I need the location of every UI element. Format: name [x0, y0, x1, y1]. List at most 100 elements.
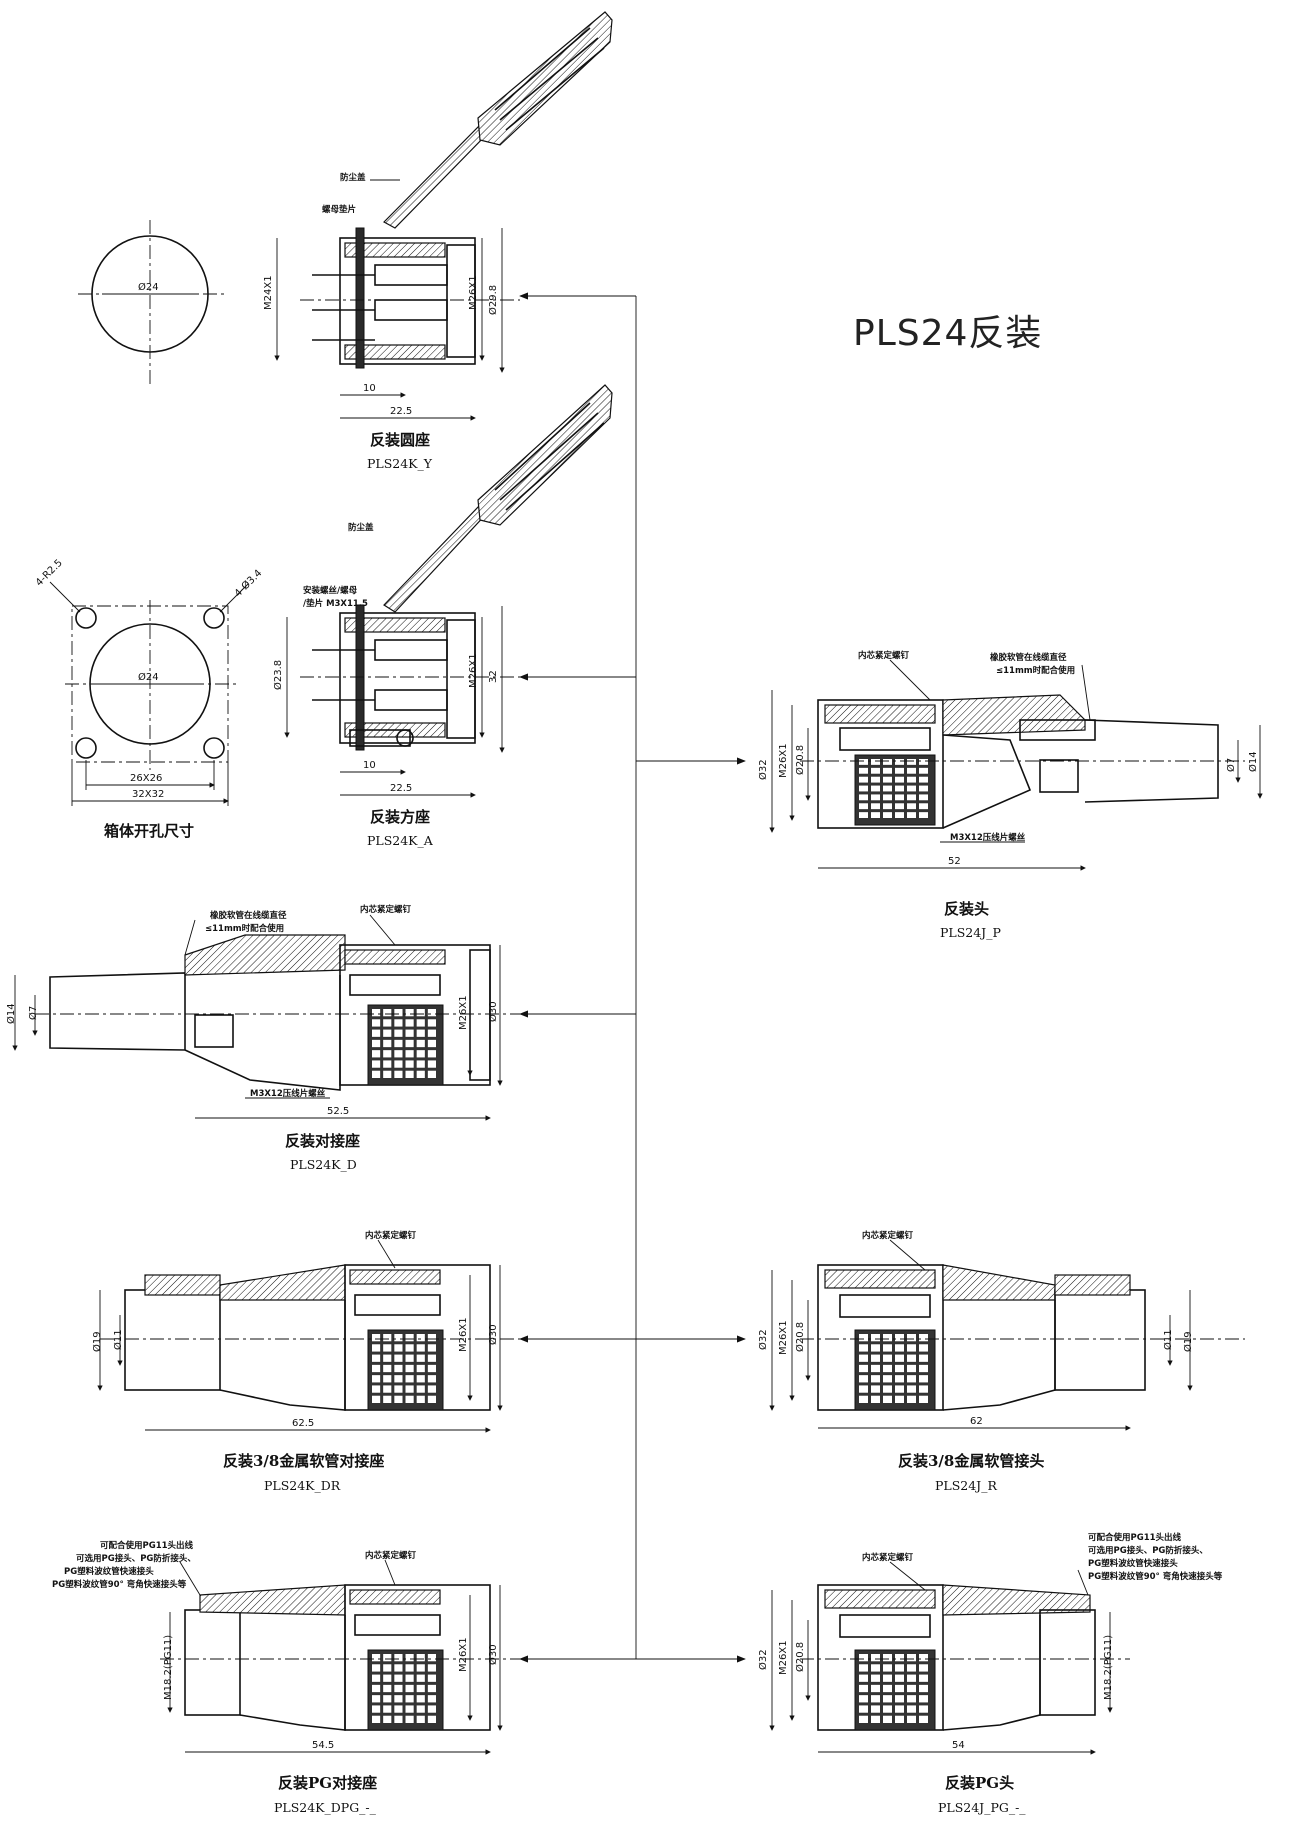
- contact-cell: [919, 759, 928, 765]
- contact-cell: [919, 785, 928, 792]
- contact-cell: [416, 1684, 425, 1693]
- j-p-dim-20-8: Ø20.8: [794, 745, 806, 775]
- contact-cell: [871, 1684, 880, 1693]
- contact-cell: [919, 1385, 928, 1393]
- contact-cell: [405, 1375, 414, 1383]
- contact-cell: [394, 1039, 403, 1048]
- contact-cell: [383, 1664, 392, 1672]
- contact-cell: [907, 1664, 916, 1672]
- contact-cell: [907, 785, 916, 792]
- contact-cell: [895, 1364, 904, 1373]
- contact-cell: [394, 1009, 403, 1017]
- contact-cell: [859, 759, 868, 765]
- k-y-note-dustcap: 防尘盖: [340, 172, 366, 183]
- contact-cell: [883, 1654, 892, 1662]
- contact-cell: [405, 1364, 414, 1373]
- contact-cell: [416, 1344, 425, 1352]
- k-a-note-washer: /垫片 M3X11.5: [303, 598, 368, 609]
- contact-cell: [871, 1375, 880, 1383]
- j-p-caption-cn: 反装头: [944, 900, 989, 918]
- contact-cell: [871, 803, 880, 810]
- j-r-caption-code: PLS24J_R: [935, 1478, 997, 1493]
- k-d-note-hose2: ≤11mm时配合使用: [205, 923, 284, 934]
- j-pg-note-setscrew: 内芯紧定螺钉: [862, 1552, 914, 1563]
- contact-cell: [383, 1050, 392, 1058]
- j-r-caption-cn: 反装3/8金属软管接头: [898, 1452, 1044, 1470]
- contact-cell: [405, 1039, 414, 1048]
- contact-cell: [416, 1070, 425, 1078]
- contact-cell: [871, 785, 880, 792]
- contact-cell: [427, 1684, 436, 1693]
- k-y-note-washer: 螺母垫片: [322, 204, 356, 215]
- k-dpg-dim-pg: M18.2(PG11): [163, 1635, 174, 1700]
- contact-cell: [372, 1375, 381, 1383]
- j-p-note-hose2: ≤11mm时配合使用: [996, 665, 1075, 676]
- j-pg-note-4: PG塑料波纹管90° 弯角快速接头等: [1088, 1571, 1223, 1582]
- contact-cell: [405, 1695, 414, 1703]
- k-y-dim-22-5: 22.5: [390, 406, 412, 417]
- contact-cell: [383, 1375, 392, 1383]
- k-y-dim-dia: Ø29.8: [487, 285, 499, 315]
- contact-cell: [919, 1705, 928, 1713]
- contact-cell: [859, 1385, 868, 1393]
- contact-cell: [859, 785, 868, 792]
- contact-cell: [907, 812, 916, 818]
- contact-cell: [883, 1344, 892, 1352]
- contact-cell: [427, 1654, 436, 1662]
- contact-cell: [427, 1009, 436, 1017]
- j-p-dim-m26: M26X1: [778, 743, 789, 778]
- contact-cell: [427, 1715, 436, 1723]
- contact-cell: [859, 1375, 868, 1383]
- contact-cell: [405, 1385, 414, 1393]
- contact-cell: [416, 1050, 425, 1058]
- k-a-dim-dia: Ø23.8: [272, 660, 284, 690]
- j-p-dim-14: Ø14: [1247, 751, 1259, 772]
- k-d-caption-code: PLS24K_D: [290, 1157, 357, 1172]
- j-r-dim-62: 62: [970, 1416, 983, 1427]
- contact-cell: [416, 1029, 425, 1037]
- contact-cell: [372, 1019, 381, 1027]
- contact-cell: [372, 1705, 381, 1713]
- k-d-dim-m26: M26X1: [458, 995, 469, 1030]
- j-pg-dim-m26: M26X1: [778, 1640, 789, 1675]
- contact-grid: [859, 1334, 928, 1403]
- contact-cell: [859, 794, 868, 801]
- contact-cell: [883, 1705, 892, 1713]
- contact-cell: [883, 794, 892, 801]
- k-dr-caption-cn: 反装3/8金属软管对接座: [223, 1452, 384, 1470]
- contact-cell: [405, 1664, 414, 1672]
- contact-cell: [416, 1019, 425, 1027]
- contact-cell: [919, 1664, 928, 1672]
- j-pg-caption-cn: 反装PG头: [945, 1774, 1014, 1792]
- contact-cell: [405, 1715, 414, 1723]
- j-pg-note-3: PG塑料波纹管快速接头: [1088, 1558, 1178, 1569]
- contact-cell: [883, 1684, 892, 1693]
- contact-cell: [871, 794, 880, 801]
- contact-cell: [394, 1674, 403, 1682]
- contact-cell: [895, 812, 904, 818]
- contact-cell: [919, 803, 928, 810]
- contact-cell: [394, 1705, 403, 1713]
- contact-cell: [859, 803, 868, 810]
- contact-cell: [883, 1664, 892, 1672]
- j-pg-dim-20-8: Ø20.8: [794, 1642, 806, 1672]
- part-conduit-plug-drawing: Ø32 M26X1 Ø20.8 Ø11 Ø19 62 内芯紧定螺钉 反装3/8金…: [757, 1230, 1245, 1493]
- contact-cell: [883, 767, 892, 774]
- contact-cell: [427, 1375, 436, 1383]
- k-d-dim-14: Ø14: [5, 1003, 17, 1024]
- contact-cell: [405, 1395, 414, 1403]
- k-y-caption-cn: 反装圆座: [370, 431, 430, 449]
- contact-cell: [919, 794, 928, 801]
- contact-cell: [394, 1715, 403, 1723]
- contact-cell: [907, 1715, 916, 1723]
- k-dpg-note-3: PG塑料波纹管快速接头: [64, 1566, 154, 1577]
- contact-cell: [394, 1029, 403, 1037]
- contact-cell: [871, 812, 880, 818]
- contact-cell: [919, 1354, 928, 1362]
- k-a-dim-32: 32: [488, 670, 499, 683]
- contact-cell: [871, 1664, 880, 1672]
- contact-cell: [372, 1664, 381, 1672]
- j-pg-note-1: 可配合使用PG11头出线: [1088, 1532, 1182, 1543]
- contact-cell: [394, 1664, 403, 1672]
- contact-cell: [372, 1060, 381, 1068]
